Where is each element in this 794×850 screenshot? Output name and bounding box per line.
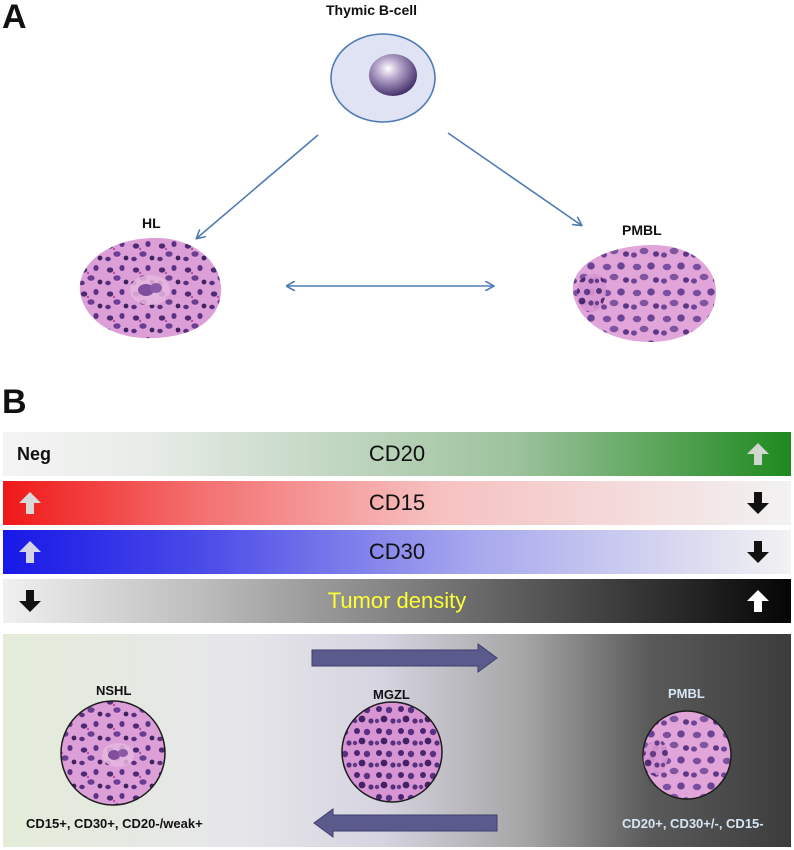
pmbl-spectrum-label: PMBL (668, 686, 705, 701)
up-arrow-icon (19, 541, 41, 563)
tumor-density-gradient-bar: Tumor density (3, 579, 791, 623)
cd20-neg-label: Neg (17, 444, 52, 464)
panel-b-letter: B (2, 383, 27, 421)
up-arrow-icon (747, 443, 769, 465)
cd15-gradient-bar: CD15 (3, 481, 791, 525)
pmbl-label: PMBL (622, 222, 662, 238)
nshl-label: NSHL (96, 683, 132, 698)
arrow-cell-to-pmbl (447, 132, 581, 225)
down-arrow-icon (747, 541, 769, 563)
mgzl-tissue-image (341, 701, 443, 803)
cd30-gradient-bar: CD30 (3, 530, 791, 574)
up-arrow-icon (19, 492, 41, 514)
thymic-b-cell-label: Thymic B-cell (326, 2, 418, 18)
b-cell-nucleus (369, 54, 417, 96)
nshl-markers: CD15+, CD30+, CD20-/weak+ (26, 816, 203, 831)
left-arrow-icon (313, 808, 498, 838)
cd15-label: CD15 (368, 490, 426, 515)
pmbl-tissue-image (572, 244, 716, 342)
up-arrow-icon (747, 590, 769, 612)
right-arrow-icon (311, 643, 498, 673)
down-arrow-icon (19, 590, 41, 612)
pmbl-spectrum-tissue-image (642, 710, 732, 800)
cd20-gradient-bar: Neg CD20 (3, 432, 791, 476)
hl-label: HL (142, 215, 161, 231)
mgzl-label: MGZL (373, 687, 410, 702)
panel-a-letter: A (2, 0, 27, 36)
cd20-label: CD20 (368, 441, 426, 466)
tumor-density-label: Tumor density (327, 588, 467, 613)
panel-a-diagram (79, 33, 716, 342)
down-arrow-icon (747, 492, 769, 514)
pmbl-markers: CD20+, CD30+/-, CD15- (622, 816, 764, 831)
cd30-label: CD30 (368, 539, 426, 564)
arrow-cell-to-hl (197, 134, 319, 238)
